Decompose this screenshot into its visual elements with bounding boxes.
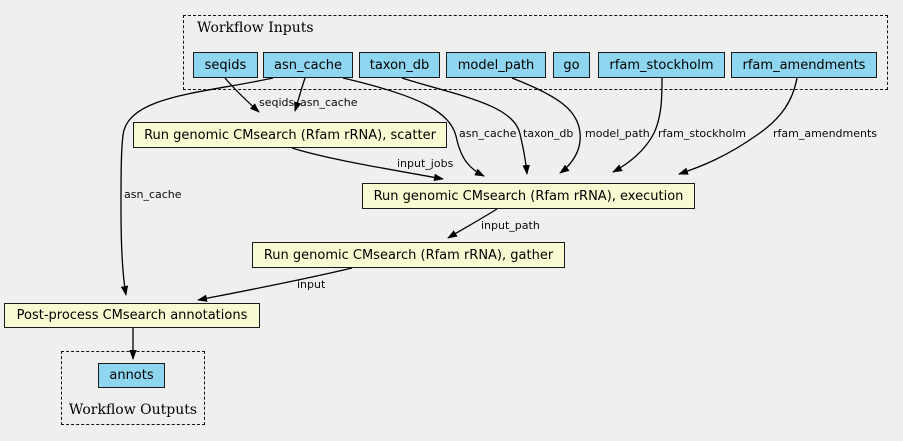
edge-label-asn-cache-scatter: asn_cache — [300, 96, 358, 109]
edge-taxon-db-to-execution — [401, 77, 530, 175]
edge-gather-to-post-process — [197, 267, 353, 302]
edge-label-input: input — [297, 278, 326, 291]
input-node-rfam-amendments: rfam_amendments — [731, 52, 877, 78]
edge-rfam-stockholm-to-execution — [612, 77, 663, 173]
edge-seqids-to-scatter — [224, 77, 260, 113]
edge-label-input-jobs: input_jobs — [397, 157, 454, 170]
step-node-post-process-label: Post-process CMsearch annotations — [16, 308, 248, 323]
edge-rfam-amendments-to-execution — [678, 77, 798, 175]
edge-label-rfam-amendments: rfam_amendments — [773, 127, 878, 140]
input-node-model-path: model_path — [446, 52, 546, 78]
step-node-post-process: Post-process CMsearch annotations — [4, 303, 260, 328]
input-node-seqids: seqids — [193, 52, 258, 78]
output-node-annots: annots — [98, 363, 165, 388]
edge-model-path-to-execution — [511, 77, 581, 174]
edge-asn-cache-to-scatter — [294, 77, 306, 112]
step-node-execution: Run genomic CMsearch (Rfam rRNA), execut… — [362, 183, 695, 209]
input-node-go-label: go — [563, 57, 580, 73]
input-node-taxon-db-label: taxon_db — [369, 57, 430, 73]
input-node-asn-cache-label: asn_cache — [274, 57, 342, 73]
edge-label-asn-cache-post-process: asn_cache — [124, 188, 182, 201]
input-node-taxon-db: taxon_db — [359, 52, 440, 78]
step-node-gather: Run genomic CMsearch (Rfam rRNA), gather — [252, 242, 565, 268]
output-node-annots-label: annots — [109, 368, 154, 383]
edge-label-rfam-stockholm: rfam_stockholm — [658, 127, 747, 140]
step-node-scatter-label: Run genomic CMsearch (Rfam rRNA), scatte… — [144, 127, 436, 143]
workflow-inputs-label: Workflow Inputs — [197, 20, 314, 36]
input-node-go: go — [553, 52, 590, 78]
edge-execution-to-gather — [447, 208, 498, 239]
workflow-outputs-label: Workflow Outputs — [68, 402, 198, 418]
edge-scatter-to-execution — [291, 147, 444, 181]
input-node-seqids-label: seqids — [204, 57, 247, 73]
edge-label-model-path: model_path — [585, 127, 650, 140]
edge-asn-cache-to-execution — [342, 77, 485, 177]
edge-label-input-path: input_path — [481, 219, 540, 232]
input-node-model-path-label: model_path — [457, 57, 535, 73]
input-node-asn-cache: asn_cache — [263, 52, 353, 78]
input-node-rfam-stockholm-label: rfam_stockholm — [609, 57, 714, 73]
step-node-gather-label: Run genomic CMsearch (Rfam rRNA), gather — [263, 247, 554, 263]
edge-label-taxon-db: taxon_db — [523, 127, 574, 140]
input-node-rfam-amendments-label: rfam_amendments — [742, 57, 866, 73]
step-node-scatter: Run genomic CMsearch (Rfam rRNA), scatte… — [133, 122, 447, 148]
step-node-execution-label: Run genomic CMsearch (Rfam rRNA), execut… — [373, 188, 684, 204]
workflow-inputs-cluster — [183, 15, 888, 90]
edge-label-seqids: seqids — [259, 96, 295, 109]
input-node-rfam-stockholm: rfam_stockholm — [598, 52, 725, 78]
edge-asn-cache-to-post-process — [120, 77, 274, 296]
edge-label-asn-cache-execution: asn_cache — [459, 127, 517, 140]
